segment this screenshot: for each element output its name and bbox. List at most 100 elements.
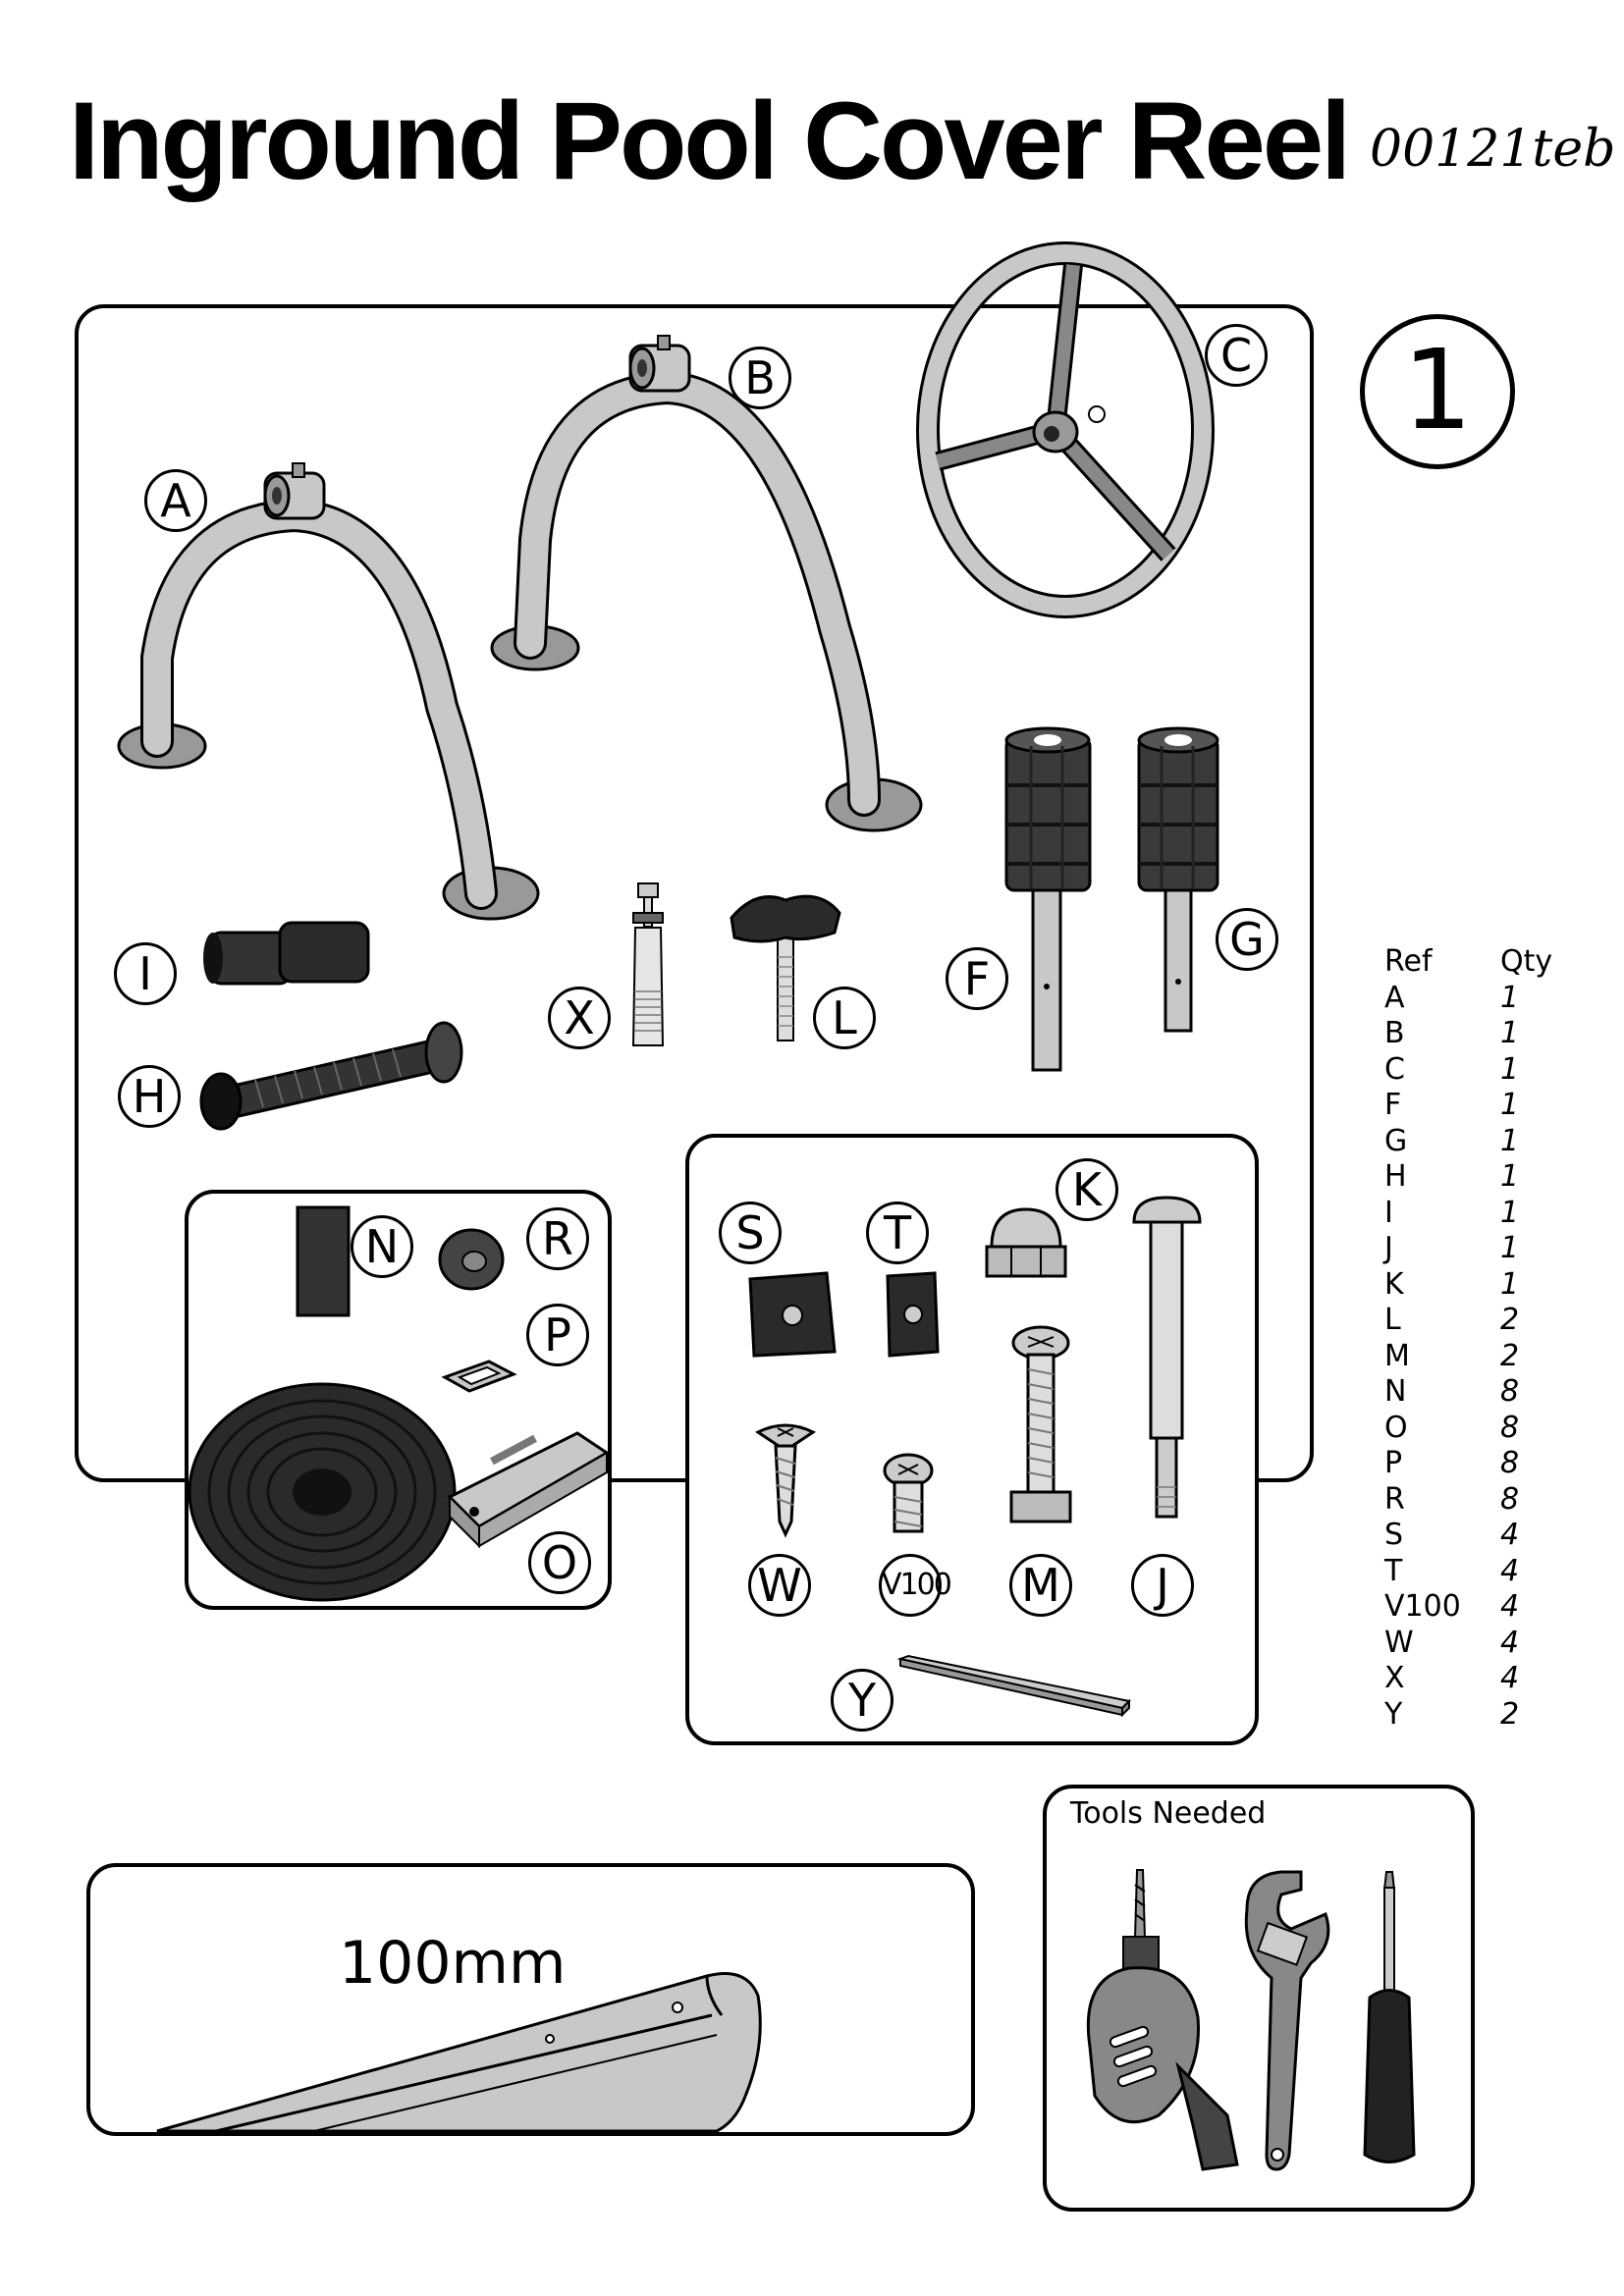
- part-v100-illustration: [883, 1453, 934, 1533]
- qty-cell: 4: [1500, 1589, 1520, 1624]
- ref-cell: I: [1384, 1195, 1393, 1230]
- qty-cell: 4: [1500, 1661, 1520, 1695]
- qty-cell: 4: [1500, 1518, 1520, 1552]
- qty-cell: 2: [1500, 1696, 1520, 1732]
- part-y-illustration: [896, 1654, 1132, 1718]
- qty-cell: 1: [1500, 980, 1520, 1015]
- part-label-p: P: [526, 1304, 589, 1366]
- ref-cell: J: [1384, 1231, 1393, 1265]
- qty-cell: 1: [1500, 1159, 1520, 1194]
- part-label-n: N: [351, 1215, 413, 1278]
- ref-cell: O: [1384, 1410, 1408, 1445]
- ref-cell: X: [1384, 1661, 1405, 1695]
- strap-roll-illustration: [188, 1205, 610, 1602]
- part-x-illustration: [631, 882, 665, 1046]
- table-header-row: Ref Qty: [1384, 944, 1552, 981]
- arch-a-illustration: [117, 462, 540, 921]
- qty-cell: 1: [1500, 1123, 1520, 1158]
- ref-cell: R: [1384, 1481, 1405, 1517]
- ref-cell: F: [1384, 1088, 1402, 1122]
- qty-cell: 8: [1500, 1374, 1520, 1409]
- adjustable-wrench-icon: [1244, 1870, 1330, 2171]
- part-i-illustration: [203, 921, 370, 986]
- ref-cell: W: [1384, 1625, 1414, 1660]
- part-label-k: K: [1056, 1158, 1118, 1221]
- part-t-illustration: [886, 1271, 940, 1358]
- qty-cell: 1: [1500, 1195, 1520, 1230]
- qty-cell: 4: [1500, 1625, 1520, 1660]
- tools-needed-label: Tools Needed: [1070, 1796, 1267, 1831]
- arch-b-illustration: [490, 335, 923, 832]
- ref-column-header: Ref: [1384, 944, 1433, 979]
- ref-cell: N: [1384, 1374, 1407, 1409]
- part-s-illustration: [748, 1271, 837, 1358]
- ref-cell: Y: [1384, 1696, 1403, 1732]
- ref-cell: L: [1384, 1303, 1401, 1337]
- qty-cell: 2: [1500, 1338, 1520, 1373]
- ref-cell: G: [1384, 1123, 1408, 1158]
- qty-cell: 8: [1500, 1446, 1520, 1480]
- step-number: 1: [1360, 314, 1515, 469]
- part-label-h: H: [118, 1065, 181, 1128]
- part-label-c: C: [1205, 324, 1268, 387]
- drill-icon: [1086, 1869, 1239, 2171]
- part-l-illustration: [730, 894, 841, 1041]
- ref-cell: A: [1384, 980, 1405, 1015]
- qty-column-header: Qty: [1500, 944, 1553, 979]
- ref-cell: H: [1384, 1159, 1407, 1194]
- part-label-v100: V100: [879, 1554, 952, 1617]
- part-w-illustration: [755, 1423, 816, 1538]
- aluminium-profile-illustration: [156, 1972, 762, 2133]
- ref-cell: B: [1384, 1016, 1405, 1050]
- part-label-t: T: [866, 1201, 929, 1264]
- document-code: 00121teb: [1370, 120, 1616, 179]
- qty-cell: 1: [1500, 1016, 1520, 1050]
- page-title: Inground Pool Cover Reel: [69, 80, 1351, 202]
- part-label-o: O: [528, 1531, 591, 1594]
- part-label-a: A: [144, 469, 207, 532]
- qty-cell: 8: [1500, 1410, 1520, 1445]
- part-label-s: S: [719, 1201, 782, 1264]
- part-m-illustration: [1009, 1325, 1072, 1523]
- ref-cell: K: [1384, 1266, 1404, 1302]
- qty-cell: 1: [1500, 1266, 1520, 1302]
- qty-cell: 1: [1500, 1051, 1520, 1087]
- part-label-b: B: [729, 347, 791, 409]
- part-label-w: W: [748, 1554, 811, 1617]
- qty-cell: 1: [1500, 1231, 1520, 1265]
- part-h-illustration: [199, 1021, 463, 1131]
- qty-cell: 8: [1500, 1481, 1520, 1517]
- qty-cell: 2: [1500, 1303, 1520, 1337]
- part-label-g: G: [1216, 908, 1278, 971]
- part-label-i: I: [114, 942, 177, 1005]
- qty-cell: 4: [1500, 1553, 1520, 1588]
- qty-cell: 1: [1500, 1088, 1520, 1122]
- part-label-f: F: [946, 947, 1008, 1010]
- part-label-l: L: [813, 987, 876, 1049]
- part-label-m: M: [1009, 1554, 1072, 1617]
- part-label-j: J: [1131, 1554, 1194, 1617]
- ref-cell: T: [1384, 1553, 1403, 1588]
- profile-length-label: 100mm: [339, 1929, 567, 1998]
- part-j-illustration: [1132, 1196, 1202, 1519]
